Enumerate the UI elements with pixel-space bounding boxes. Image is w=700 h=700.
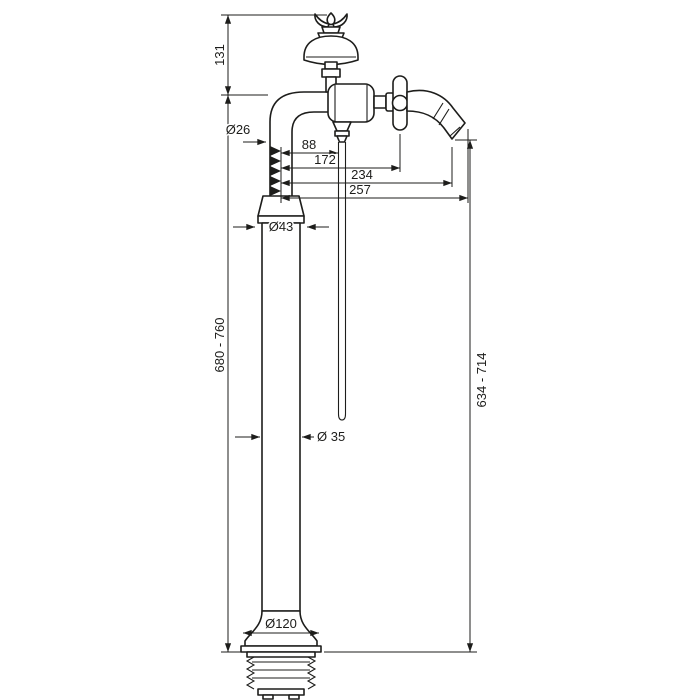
dim-88-label: 88 (302, 137, 316, 152)
spout (406, 89, 466, 140)
valve-body (327, 83, 375, 143)
dim-172-label: 172 (314, 152, 336, 167)
dia-26-label: Ø26 (226, 122, 251, 137)
cross-handle (373, 75, 409, 131)
dimension-annotations: 131 680 - 760 634 - 714 Ø26 88 172 234 2… (211, 14, 491, 653)
dia-35-label: Ø 35 (317, 429, 345, 444)
standpipe-column (261, 222, 301, 612)
dim-257-label: 257 (349, 182, 371, 197)
dim-131-label: 131 (212, 44, 227, 66)
finial-ornament (314, 12, 348, 39)
hand-tube (337, 142, 347, 421)
adjustment-zigzag (270, 146, 281, 196)
riser-pipe (269, 91, 330, 198)
bell-cap (303, 35, 359, 93)
dia-120-label: Ø120 (265, 616, 297, 631)
faucet-illustration (240, 12, 466, 700)
dim-680-760-label: 680 - 760 (212, 318, 227, 373)
dim-234-label: 234 (351, 167, 373, 182)
base-plate (240, 610, 322, 653)
dim-634-714-label: 634 - 714 (474, 353, 489, 408)
dia-43-label: Ø43 (269, 219, 294, 234)
floor-mounting (245, 651, 317, 700)
